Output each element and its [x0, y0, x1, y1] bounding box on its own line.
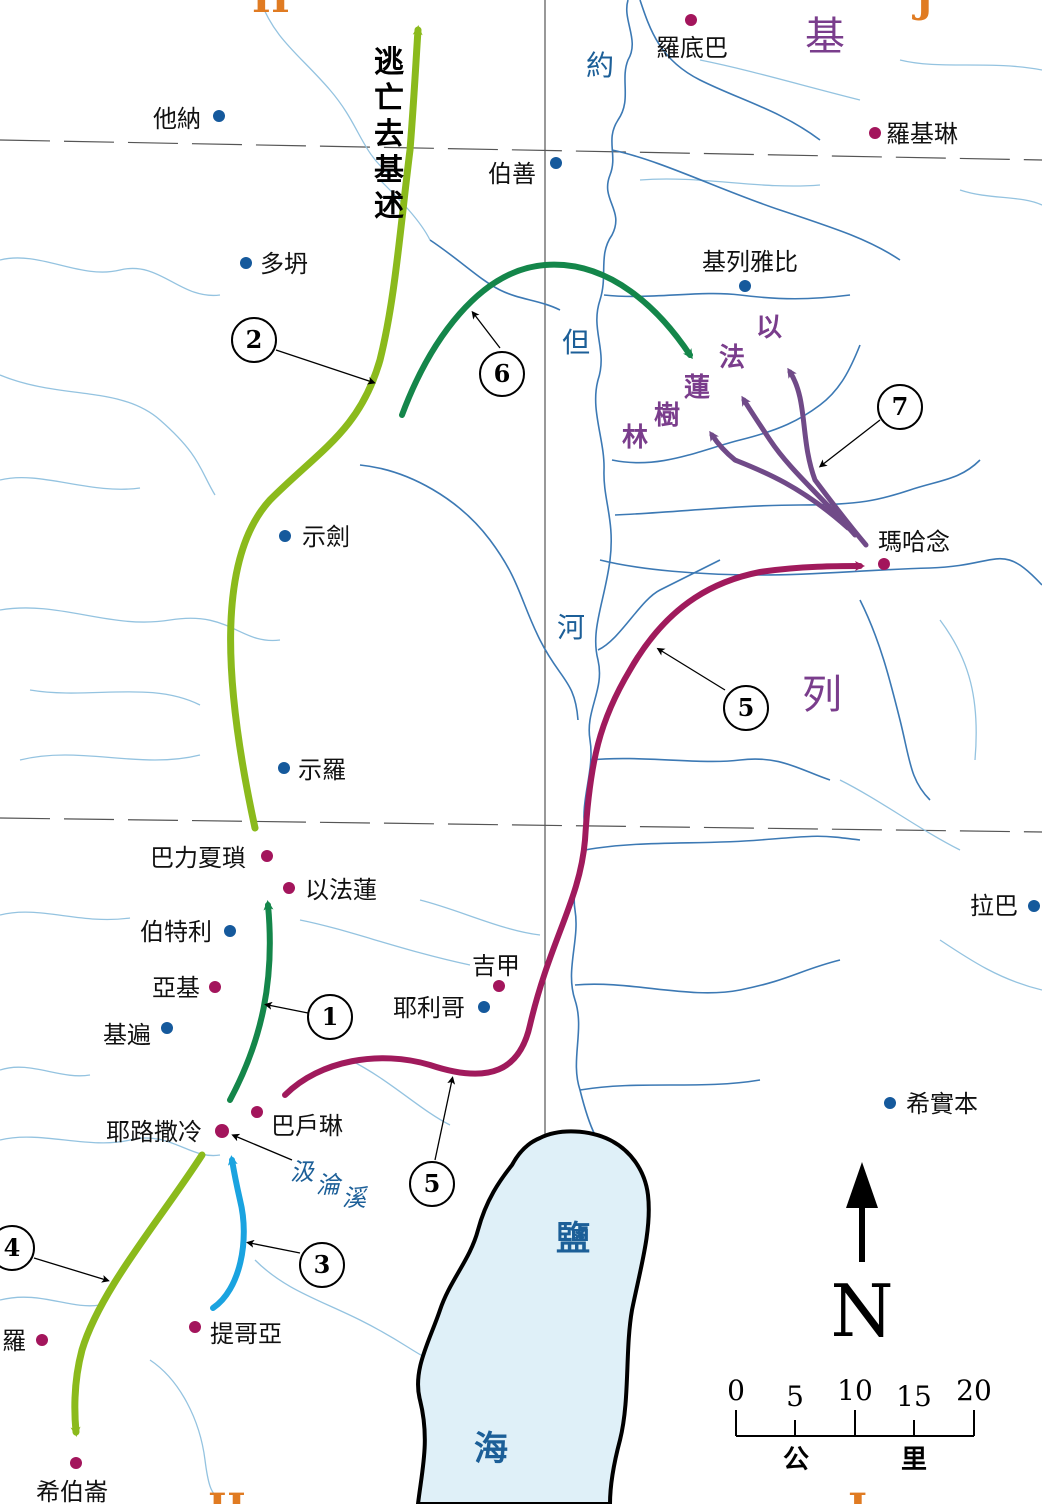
route-6	[399, 261, 693, 418]
scale-tick-20: 20	[956, 1374, 992, 1407]
place-xibolun: 希伯崙	[36, 1478, 108, 1504]
sea-label-yan: 鹽	[556, 1219, 590, 1259]
route-7	[709, 367, 869, 548]
forest-label-shu: 樹	[654, 401, 680, 431]
scale-bar	[735, 1410, 975, 1437]
river-label-yue: 約	[586, 49, 614, 82]
place-tana: 他納	[153, 105, 201, 133]
river-label-he: 河	[557, 611, 585, 644]
route-number-1: 1	[322, 1002, 339, 1031]
grid-letter-bottom-left: H	[208, 1485, 246, 1504]
route-2-flight-to-geshur	[227, 25, 423, 832]
route-number-5-lower: 5	[424, 1169, 441, 1198]
place-jijia: 吉甲	[472, 952, 520, 980]
scale-tick-0: 0	[727, 1374, 745, 1407]
pointer-arrows	[33, 310, 881, 1283]
place-shijian: 示劍	[302, 523, 350, 551]
place-yaji: 亞基	[152, 974, 200, 1002]
route-number-4: 4	[4, 1233, 21, 1262]
place-xishiben: 希實本	[906, 1090, 978, 1118]
brook-label-xi: 溪	[342, 1184, 369, 1212]
town-dots	[36, 14, 1040, 1469]
forest-label-fa: 法	[719, 343, 745, 373]
route-number-badges: 2 6 7 5 1 5 3 4	[0, 317, 923, 1288]
route-3	[210, 1155, 247, 1311]
brook-label-lun: 淪	[316, 1171, 343, 1199]
place-bozhan: 伯善	[488, 160, 536, 188]
north-label: N	[831, 1269, 894, 1353]
place-luojilin: 羅基琳	[886, 120, 958, 148]
place-yelusaleng: 耶路撒冷	[106, 1118, 202, 1146]
place-jibian: 基遍	[103, 1021, 151, 1049]
place-luodiba: 羅底巴	[656, 34, 728, 62]
grid-letter-bottom-right: J	[845, 1485, 867, 1504]
place-laba: 拉巴	[970, 892, 1018, 920]
escape-label-1: 逃	[374, 45, 404, 80]
escape-label-2: 亡	[374, 81, 404, 116]
jordan-river	[570, 0, 633, 1136]
route-4	[70, 1151, 206, 1437]
place-boteli: 伯特利	[140, 918, 212, 946]
brook-label-ji: 汲	[290, 1158, 315, 1186]
escape-label-5: 述	[374, 189, 404, 224]
route-1	[227, 900, 274, 1103]
escape-label-3: 去	[374, 117, 404, 152]
scale-tick-5: 5	[786, 1380, 804, 1413]
route-number-5-upper: 5	[738, 693, 755, 722]
place-bahulin: 巴戶琳	[271, 1112, 343, 1140]
forest-label-lian: 蓮	[684, 373, 710, 403]
place-duoduo: 多坍	[260, 250, 308, 278]
forest-label-lin: 林	[622, 423, 648, 453]
scale-unit-left: 公	[783, 1445, 809, 1475]
river-label-dan: 但	[562, 326, 590, 359]
river-network	[359, 0, 1042, 1136]
grid-letter-top-right: J	[912, 0, 934, 22]
route-5	[282, 561, 865, 1098]
route-number-2: 2	[246, 325, 263, 354]
grid-letter-top-left: H	[252, 0, 290, 22]
sea-label-hai: 海	[474, 1429, 508, 1469]
place-tigeya: 提哥亞	[210, 1320, 282, 1348]
region-ji: 基	[805, 14, 845, 60]
forest-label-yi: 以	[756, 313, 782, 343]
place-luo: 羅	[2, 1327, 26, 1355]
scale-tick-10: 10	[837, 1374, 873, 1407]
route-number-7: 7	[892, 392, 909, 421]
place-jilieyabi: 基列雅比	[702, 248, 798, 276]
scale-unit-right: 里	[901, 1445, 927, 1475]
routes	[70, 25, 869, 1437]
north-arrow: N	[831, 1162, 894, 1353]
place-yeligeh: 耶利哥	[393, 994, 465, 1022]
escape-label-4: 基	[374, 153, 404, 188]
scale-tick-15: 15	[896, 1380, 932, 1413]
place-shiluo: 示羅	[298, 756, 346, 784]
place-mahanian: 瑪哈念	[878, 528, 950, 556]
place-yifalian: 以法蓮	[305, 876, 377, 904]
region-lie: 列	[802, 672, 842, 718]
route-number-6: 6	[494, 359, 511, 388]
place-balixiasuo: 巴力夏瑣	[150, 844, 246, 872]
route-number-3: 3	[314, 1250, 331, 1279]
